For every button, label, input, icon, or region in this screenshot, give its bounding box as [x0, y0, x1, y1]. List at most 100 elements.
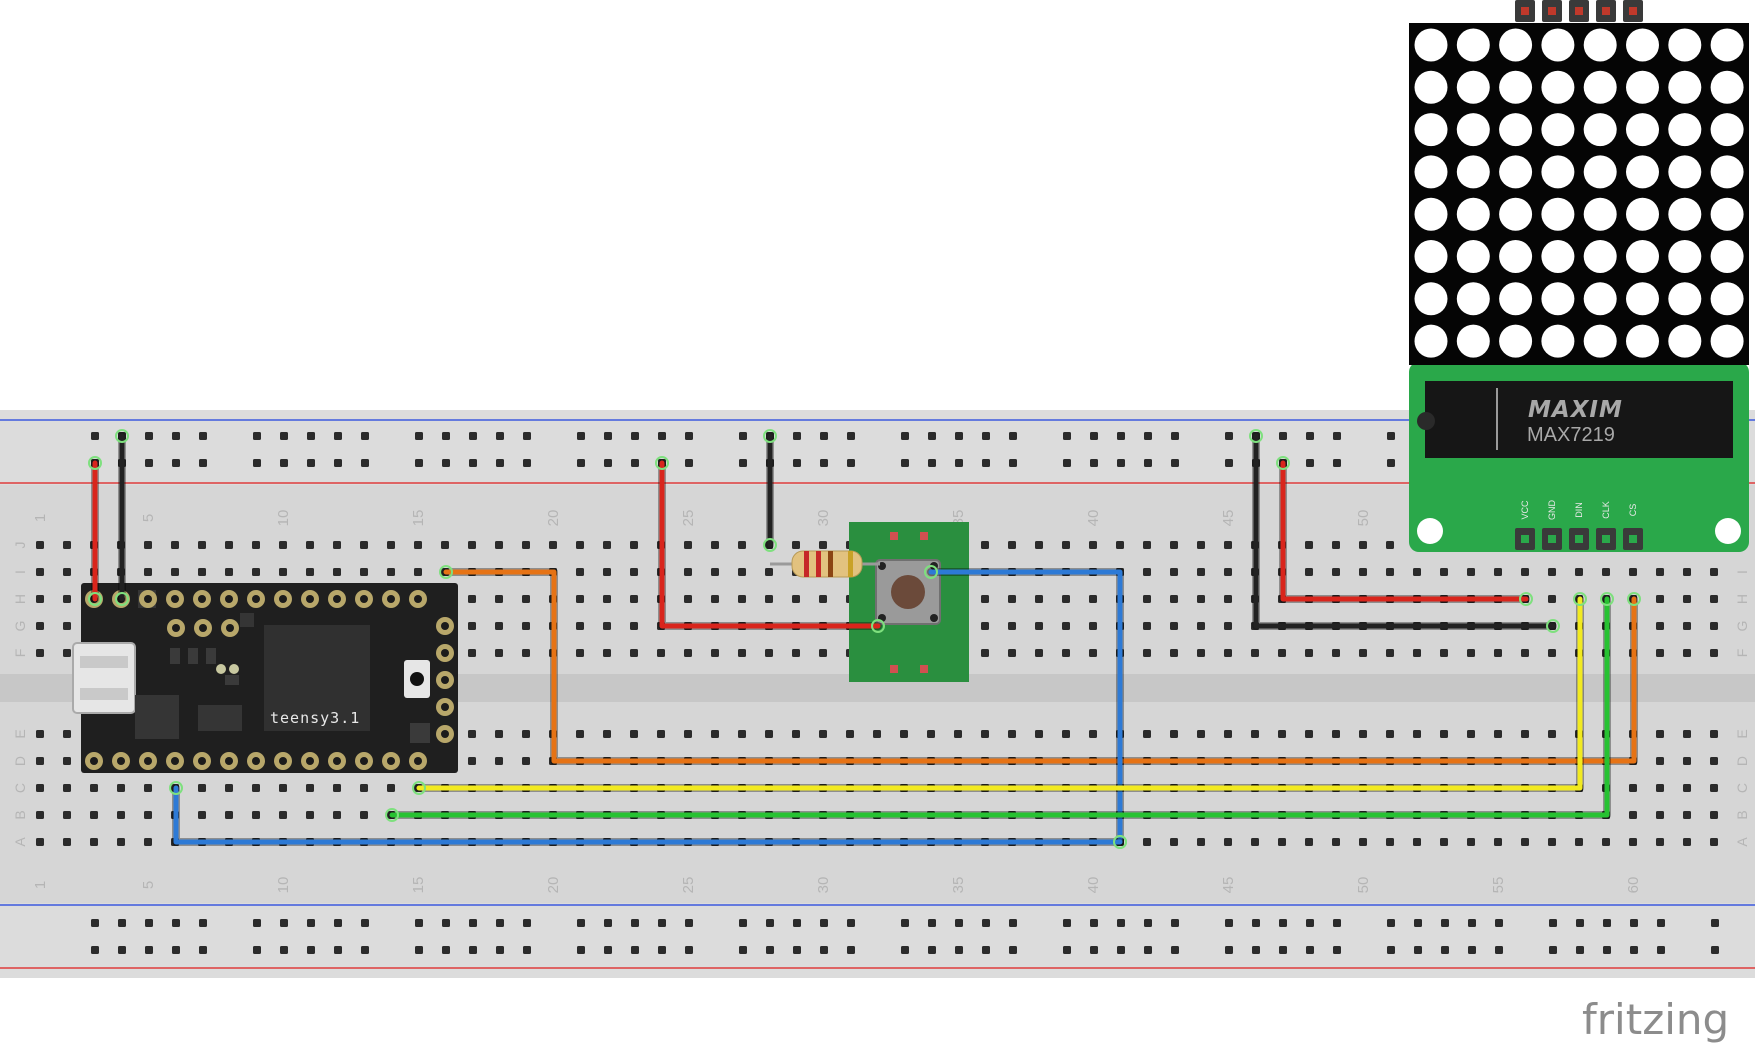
rail-hole — [118, 919, 126, 927]
wire-endpoint — [1113, 835, 1127, 849]
breadboard-hole — [468, 649, 476, 657]
breadboard-hole — [1575, 568, 1583, 576]
breadboard-hole — [1332, 568, 1340, 576]
breadboard-hole — [360, 541, 368, 549]
breadboard-hole — [765, 568, 773, 576]
breadboard-hole — [63, 838, 71, 846]
breadboard-hole — [1035, 622, 1043, 630]
breadboard-hole — [522, 757, 530, 765]
rail-hole — [901, 946, 909, 954]
row-letter: G — [12, 621, 28, 632]
breadboard-hole — [333, 811, 341, 819]
wire-green-clk — [389, 596, 1610, 818]
rail-hole — [280, 919, 288, 927]
breadboard-hole — [792, 541, 800, 549]
breadboard-hole — [1062, 622, 1070, 630]
breadboard-hole — [1143, 730, 1151, 738]
led-dot — [1710, 70, 1744, 104]
breadboard-hole — [1386, 568, 1394, 576]
led-dot — [1583, 28, 1617, 62]
breadboard-hole — [279, 811, 287, 819]
breadboard-hole — [1332, 730, 1340, 738]
breadboard-hole — [792, 649, 800, 657]
rail-hole — [1306, 459, 1314, 467]
breadboard-hole — [1440, 568, 1448, 576]
rail-hole — [307, 432, 315, 440]
breadboard-hole — [1251, 730, 1259, 738]
rail-hole — [658, 919, 666, 927]
fritzing-logo: fritzing — [1582, 995, 1729, 1044]
rail-hole — [172, 919, 180, 927]
rail-hole — [1225, 459, 1233, 467]
breadboard-hole — [1413, 838, 1421, 846]
breadboard-hole — [765, 649, 773, 657]
rail-hole — [1603, 946, 1611, 954]
rail-hole — [1090, 946, 1098, 954]
led-dot — [1668, 282, 1702, 316]
led-dot — [1499, 240, 1533, 273]
column-number: 25 — [680, 877, 697, 894]
rail-hole — [1117, 459, 1125, 467]
breadboard-hole — [1494, 568, 1502, 576]
breadboard-hole — [1440, 730, 1448, 738]
rail-hole — [1387, 459, 1395, 467]
led-dot — [1499, 324, 1533, 358]
breadboard-hole — [1089, 595, 1097, 603]
breadboard-hole — [819, 541, 827, 549]
max7219-pin-label: GND — [1547, 500, 1557, 521]
breadboard-hole — [1224, 541, 1232, 549]
rail-hole — [361, 946, 369, 954]
column-number: 50 — [1355, 877, 1372, 894]
rail-hole — [1603, 919, 1611, 927]
breadboard-hole — [1224, 622, 1232, 630]
rail-hole — [1144, 919, 1152, 927]
rail-hole — [1009, 459, 1017, 467]
breadboard-hole — [1359, 838, 1367, 846]
breadboard-hole — [576, 568, 584, 576]
led-dot — [1626, 197, 1659, 231]
rail-hole — [1009, 946, 1017, 954]
rail-hole — [199, 459, 207, 467]
rail-hole — [172, 432, 180, 440]
breadboard-hole — [36, 811, 44, 819]
row-letter: D — [1734, 756, 1750, 766]
rail-hole — [469, 432, 477, 440]
rail-hole — [793, 919, 801, 927]
rail-hole — [1171, 946, 1179, 954]
breadboard-hole — [1008, 649, 1016, 657]
breadboard-hole — [144, 568, 152, 576]
row-letter: C — [12, 783, 28, 793]
rail-hole — [469, 459, 477, 467]
breadboard-hole — [1629, 568, 1637, 576]
wire-red-switch — [659, 460, 881, 629]
breadboard-hole — [1602, 838, 1610, 846]
breadboard-hole — [522, 649, 530, 657]
rail-hole — [1711, 946, 1719, 954]
wire-yellow-din — [416, 596, 1583, 791]
rail-hole — [604, 432, 612, 440]
breadboard-hole — [1710, 595, 1718, 603]
maxim-logo: MAXIM — [1528, 397, 1623, 423]
column-number: 20 — [545, 510, 562, 527]
breadboard-hole — [1224, 595, 1232, 603]
rail-hole — [361, 919, 369, 927]
rail-hole — [253, 432, 261, 440]
breadboard-hole — [1089, 730, 1097, 738]
breadboard-hole — [657, 730, 665, 738]
led-dot — [1710, 282, 1744, 316]
breadboard-hole — [1386, 838, 1394, 846]
breadboard-hole — [1332, 541, 1340, 549]
breadboard-hole — [900, 730, 908, 738]
breadboard-hole — [1332, 838, 1340, 846]
breadboard-hole — [387, 568, 395, 576]
breadboard-hole — [630, 568, 638, 576]
wire-endpoint — [1573, 592, 1587, 606]
breadboard-hole — [36, 838, 44, 846]
wire-endpoint — [871, 619, 885, 633]
column-number: 55 — [1490, 877, 1507, 894]
rail-hole — [361, 432, 369, 440]
breadboard-hole — [576, 595, 584, 603]
breadboard-hole — [117, 838, 125, 846]
breadboard-hole — [1062, 595, 1070, 603]
led-dot — [1414, 28, 1448, 62]
